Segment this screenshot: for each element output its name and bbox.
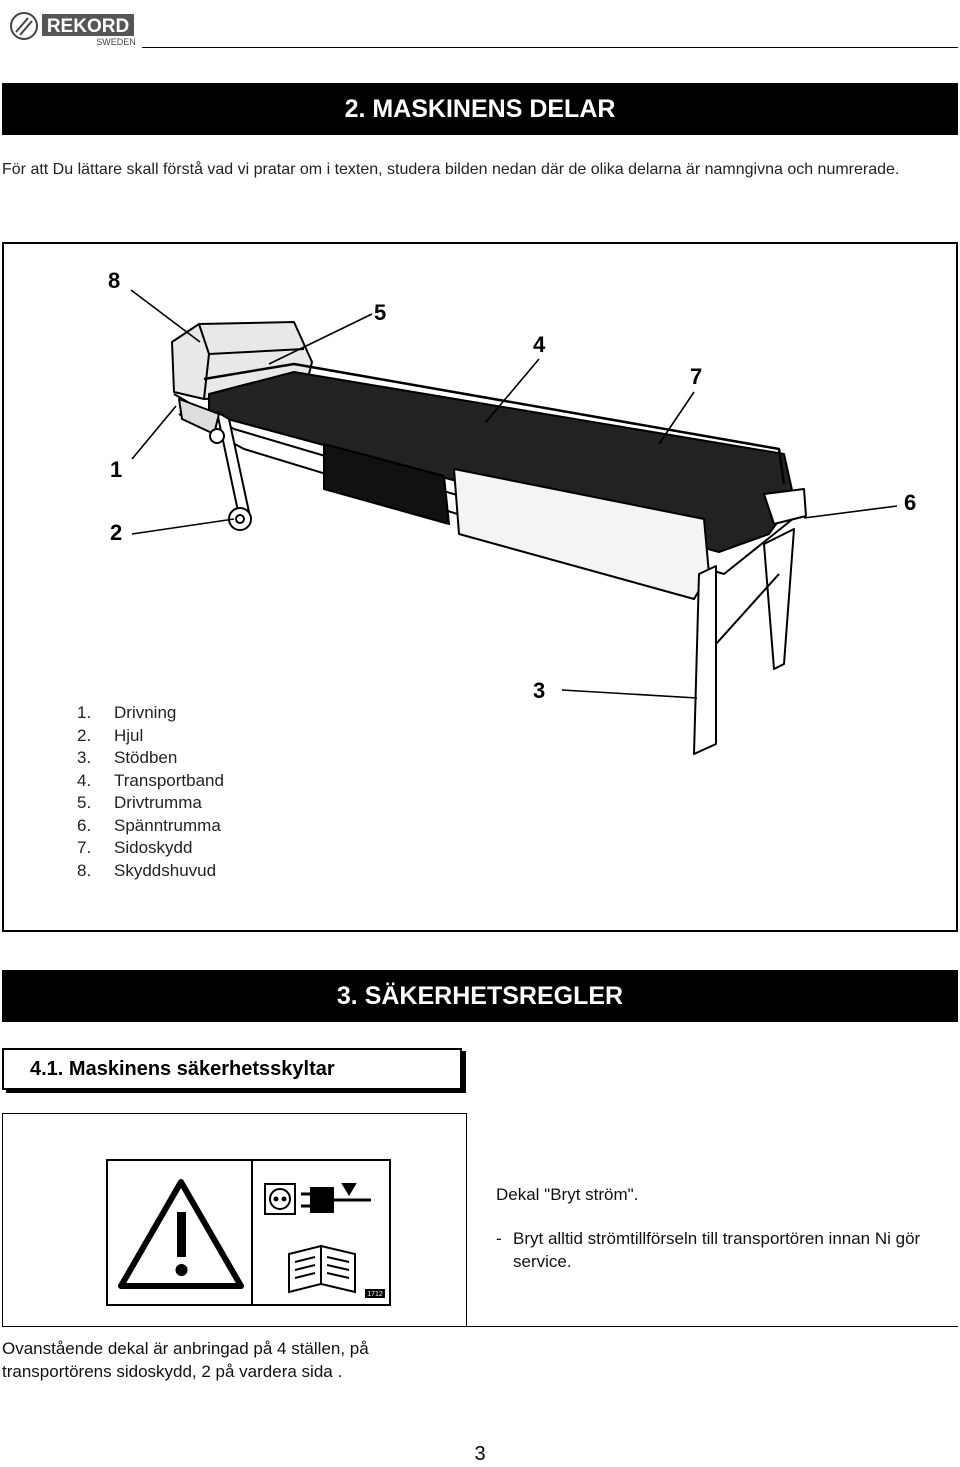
machine-parts-figure: 8 5 4 7 1 2 6 3 [2, 242, 958, 932]
legend-item: 8.Skyddshuvud [77, 860, 217, 880]
legend-item: 6.Spänntrumma [77, 815, 221, 835]
section-3-banner: 3. SÄKERHETSREGLER [2, 970, 958, 1022]
footer-note: Ovanstående dekal är anbringad på 4 stäl… [2, 1339, 369, 1381]
section-divider [2, 1326, 958, 1327]
section-2-title: 2. MASKINENS DELAR [344, 94, 616, 123]
decal-bullet-text: Bryt alltid strömtillförseln till transp… [513, 1229, 921, 1271]
parts-legend: 1.Drivning 2.Hjul 3.Stödben 4.Transportb… [77, 702, 224, 882]
callout-7: 7 [690, 364, 703, 389]
legend-item: 5.Drivtrumma [77, 793, 202, 812]
legend-item: 4.Transportband [77, 770, 224, 790]
page-number: 3 [474, 1443, 486, 1465]
conveyor-illustration [130, 289, 898, 755]
logo-subtext: SWEDEN [96, 37, 136, 47]
power-plug-icon [264, 1183, 371, 1215]
section-2-banner: 2. MASKINENS DELAR [2, 83, 958, 135]
rekord-logo: REKORD SWEDEN [8, 8, 138, 48]
decal-description: Dekal "Bryt ström". - Bryt alltid strömt… [496, 1183, 946, 1273]
logo-emblem-icon [10, 12, 38, 40]
decal-code-tag [365, 1289, 385, 1298]
legend-item: 3.Stödben [77, 748, 178, 767]
callout-4: 4 [533, 332, 546, 357]
logo-text: REKORD [47, 16, 129, 37]
decal-title: Dekal "Bryt ström". [496, 1185, 639, 1204]
callout-8: 8 [108, 268, 121, 293]
legend-item: 1.Drivning [77, 703, 177, 722]
header-divider [142, 47, 958, 48]
decal-bullet: - Bryt alltid strömtillförseln till tran… [496, 1227, 946, 1273]
section-3-title: 3. SÄKERHETSREGLER [336, 981, 624, 1010]
manual-book-icon [288, 1244, 356, 1294]
warning-triangle-icon [118, 1179, 244, 1289]
decal-frame: 1712 [2, 1113, 467, 1327]
callout-6: 6 [904, 490, 917, 515]
safety-decal: 1712 [106, 1159, 391, 1306]
subsection-title: 4.1. Maskinens säkerhetsskyltar [30, 1058, 335, 1080]
callout-1: 1 [110, 457, 123, 482]
legend-item: 7.Sidoskydd [77, 838, 193, 857]
legend-item: 2.Hjul [77, 725, 144, 745]
subsection-heading-box: 4.1. Maskinens säkerhetsskyltar [2, 1048, 462, 1090]
callout-3: 3 [533, 678, 546, 703]
callout-2: 2 [110, 520, 123, 545]
decal-code: 1712 [367, 1291, 383, 1298]
callout-5: 5 [374, 300, 387, 325]
intro-paragraph: För att Du lättare skall förstå vad vi p… [2, 161, 900, 178]
